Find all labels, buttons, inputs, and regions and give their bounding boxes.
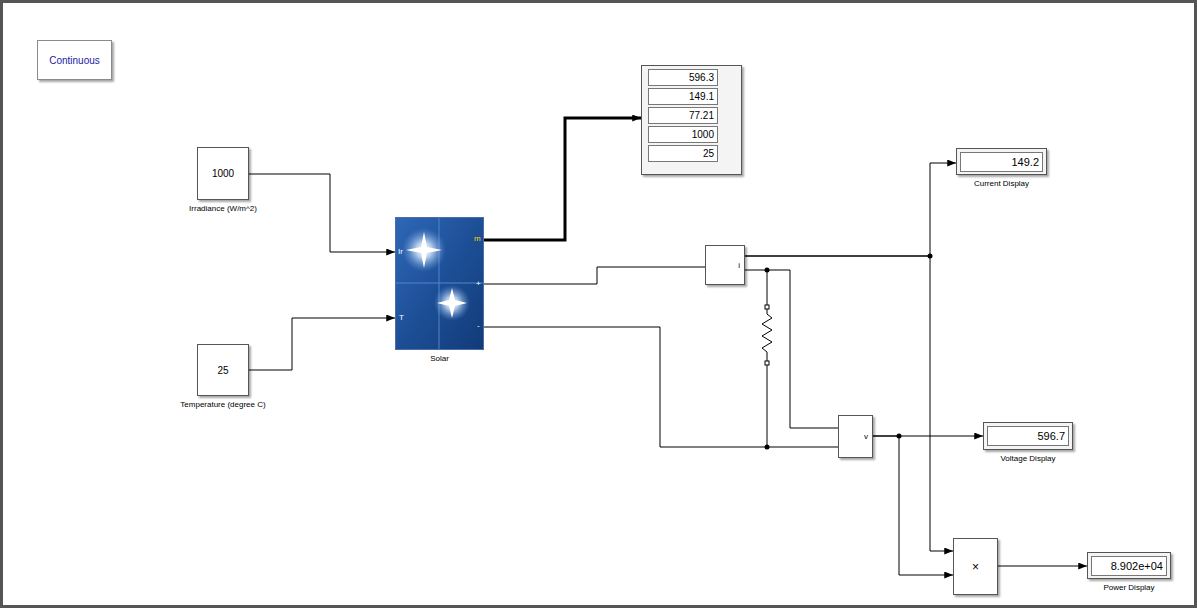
signal-wire — [484, 267, 705, 284]
display-value: 596.3 — [648, 69, 718, 86]
block-text: 1000 — [212, 168, 234, 179]
block-text: Continuous — [49, 55, 100, 66]
block-name: Irradiance (W/m^2) — [189, 204, 257, 213]
display-block: 8.902e+04Power Display — [1087, 552, 1171, 579]
display-value: 149.1 — [648, 88, 718, 105]
constant-block-outline: 25 — [197, 344, 249, 396]
signal-wire — [745, 163, 956, 256]
display-block-outline: 596.7 — [983, 422, 1073, 450]
bus-wire — [484, 118, 641, 240]
current-measurement-outline: i — [705, 245, 745, 285]
display-value: 77.21 — [648, 107, 718, 124]
port-label: m — [474, 234, 481, 243]
block-text: v — [864, 432, 868, 441]
current-measurement: i — [705, 245, 745, 285]
signal-wire — [484, 327, 838, 447]
display-block-outline: 149.2 — [956, 148, 1047, 175]
voltage-measurement: v — [838, 415, 873, 458]
pv-array-block-outline — [395, 217, 484, 350]
pv-array-block: Solar — [395, 217, 484, 350]
port-label: Ir — [398, 247, 403, 256]
display-block: 596.3 149.1 77.21 1000 25 — [641, 65, 742, 175]
signal-wire — [249, 318, 395, 370]
block-text: × — [972, 560, 979, 574]
block-name: Current Display — [974, 179, 1029, 188]
port-label: T — [399, 313, 404, 322]
voltage-measurement-outline: v — [838, 415, 873, 458]
display-value: 596.7 — [987, 426, 1069, 446]
resistor-symbol — [762, 270, 772, 447]
display-value: 149.2 — [960, 152, 1043, 172]
signal-wire — [745, 270, 838, 428]
block-name: Temperature (degree C) — [180, 400, 265, 409]
block-name: Solar — [430, 354, 449, 363]
port-label: + — [476, 279, 481, 288]
solar-panel-picture — [395, 217, 484, 350]
solver-block: Continuous — [37, 40, 112, 80]
product-block: × — [953, 538, 998, 595]
constant-block: 1000Irradiance (W/m^2) — [197, 147, 249, 200]
block-text: i — [738, 261, 740, 270]
signal-wire — [998, 566, 1087, 567]
port-label: - — [477, 321, 480, 330]
block-name: Voltage Display — [1000, 454, 1055, 463]
display-value: 8.902e+04 — [1091, 556, 1167, 576]
display-block: 596.7Voltage Display — [983, 422, 1073, 450]
signal-wire — [745, 256, 953, 551]
display-block-outline: 8.902e+04 — [1087, 552, 1171, 579]
signal-wire — [249, 174, 395, 252]
product-block-outline: × — [953, 538, 998, 595]
constant-block-outline: 1000 — [197, 147, 249, 200]
constant-block: 25Temperature (degree C) — [197, 344, 249, 396]
display-block-outline: 596.3 149.1 77.21 1000 25 — [641, 65, 742, 175]
solver-block-outline: Continuous — [37, 40, 112, 80]
display-value: 25 — [648, 145, 718, 162]
display-block: 149.2Current Display — [956, 148, 1047, 175]
block-name: Power Display — [1103, 583, 1154, 592]
block-text: 25 — [217, 365, 228, 376]
display-value: 1000 — [648, 126, 718, 143]
signal-wire — [873, 436, 953, 575]
